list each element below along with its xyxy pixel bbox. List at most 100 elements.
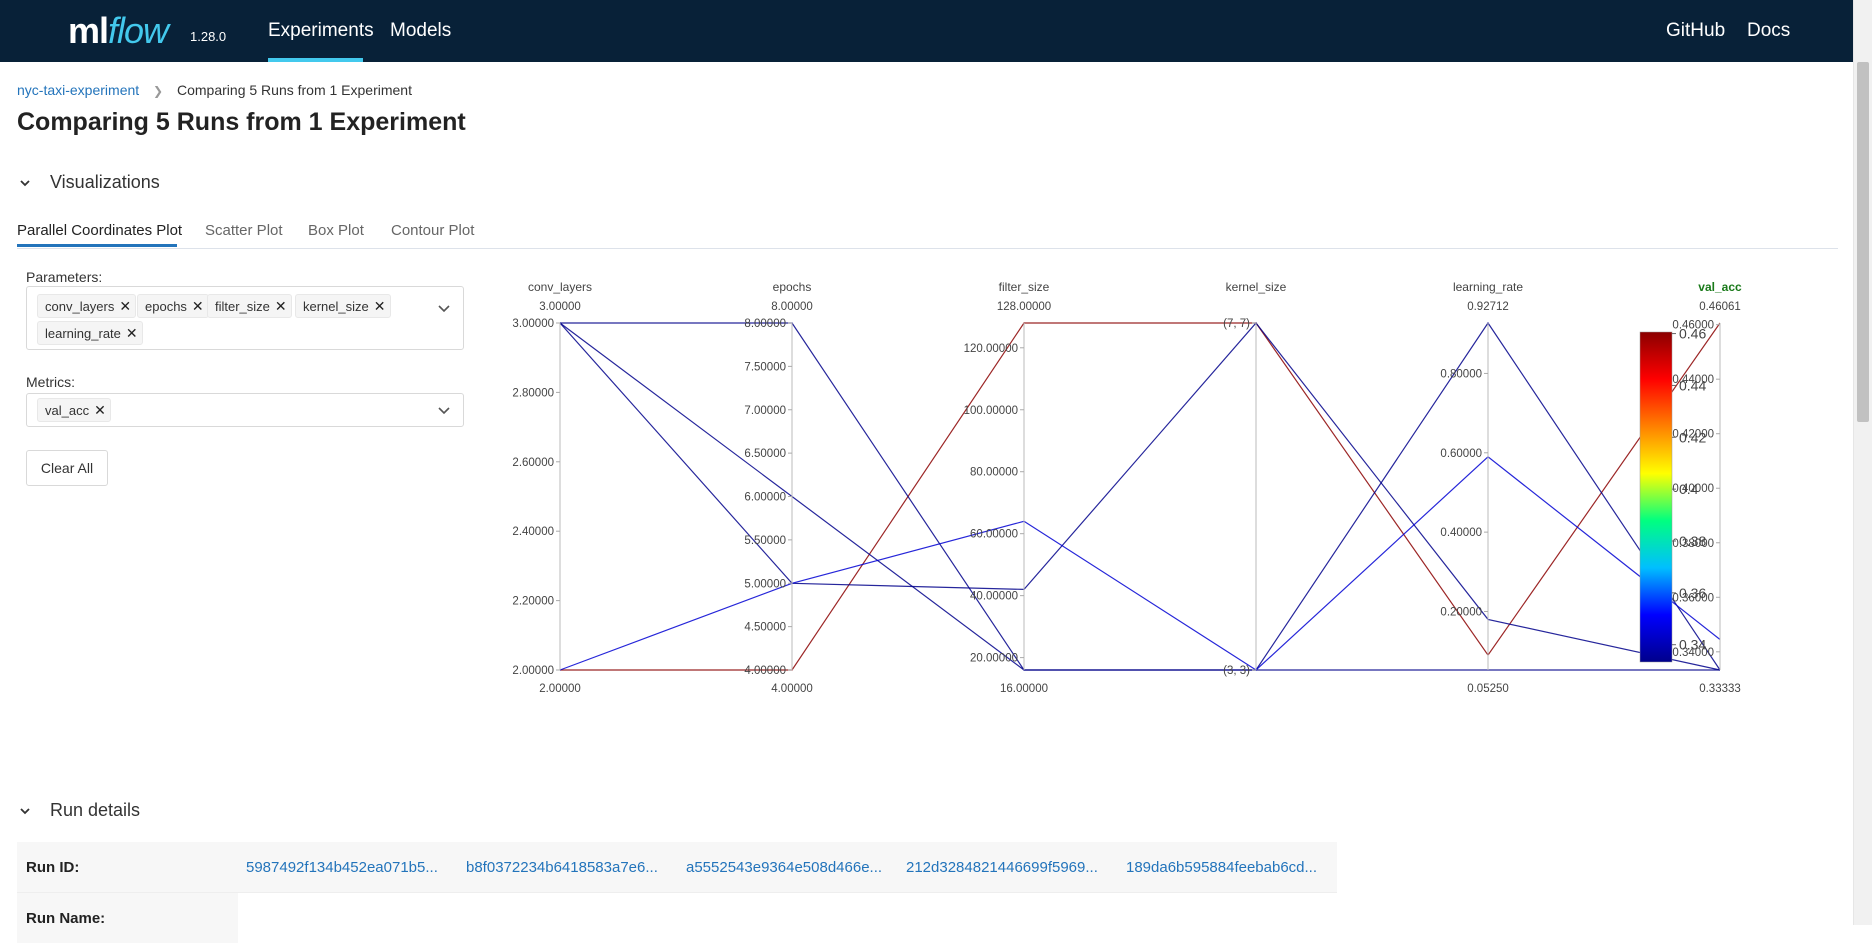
metric-tag: val_acc✕ bbox=[37, 398, 111, 422]
tab-active-indicator bbox=[17, 244, 177, 247]
close-icon[interactable]: ✕ bbox=[191, 298, 204, 314]
tick-label: 120.00000 bbox=[964, 343, 1018, 355]
page-scrollbar[interactable] bbox=[1853, 0, 1872, 925]
chevron-down-icon bbox=[20, 808, 30, 815]
nav-docs[interactable]: Docs bbox=[1747, 20, 1791, 41]
axis-min-label: 0.33333 bbox=[1699, 683, 1741, 695]
breadcrumb-experiment-link[interactable]: nyc-taxi-experiment bbox=[17, 82, 140, 98]
table-row: Run ID: 5987492f134b452ea071b5... b8f037… bbox=[17, 842, 1337, 893]
tick-label: 4.50000 bbox=[744, 622, 786, 634]
tick-label: 20.00000 bbox=[970, 653, 1018, 665]
axis-min-label: 16.00000 bbox=[1000, 683, 1048, 695]
run-line[interactable] bbox=[559, 321, 1721, 671]
run-id-link[interactable]: 189da6b595884feebab6cd... bbox=[1126, 859, 1318, 876]
tick-label: 100.00000 bbox=[964, 405, 1018, 417]
colorbar-tick-label: 0.44 bbox=[1679, 377, 1706, 393]
tick-label: 0.40000 bbox=[1440, 527, 1482, 539]
nav-active-indicator bbox=[268, 58, 363, 62]
metrics-label: Metrics: bbox=[26, 374, 75, 390]
axis-max-label: 0.92712 bbox=[1467, 301, 1509, 313]
axis-title[interactable]: learning_rate bbox=[1453, 280, 1523, 294]
parameter-tag: epochs✕ bbox=[137, 294, 209, 318]
visualizations-toggle[interactable]: Visualizations bbox=[20, 172, 160, 193]
close-icon[interactable]: ✕ bbox=[94, 402, 106, 418]
axis-max-label: 3.00000 bbox=[539, 301, 581, 313]
parameters-select[interactable]: conv_layers✕ epochs✕ filter_size✕ kernel… bbox=[26, 286, 464, 350]
run-line[interactable] bbox=[559, 322, 1721, 671]
tick-label: 8.00000 bbox=[744, 318, 786, 330]
mlflow-logo[interactable]: mlflow bbox=[68, 10, 169, 51]
chevron-down-icon bbox=[20, 180, 30, 187]
axis-title[interactable]: conv_layers bbox=[528, 280, 592, 294]
tick-label: 4.00000 bbox=[744, 665, 786, 677]
close-icon[interactable]: ✕ bbox=[373, 298, 386, 314]
run-line[interactable] bbox=[560, 322, 1720, 671]
parameters-label: Parameters: bbox=[26, 269, 103, 285]
nav-experiments[interactable]: Experiments bbox=[268, 20, 374, 41]
nav-models[interactable]: Models bbox=[390, 20, 452, 41]
tick-label: (7, 7) bbox=[1223, 318, 1250, 330]
colorbar-tick-label: 0.42 bbox=[1679, 429, 1706, 445]
colorbar-tick-label: 0.4 bbox=[1679, 481, 1699, 497]
tick-label: 2.40000 bbox=[512, 526, 554, 538]
tick-label: 0.34000 bbox=[1672, 647, 1714, 659]
tick-label: 0.38000 bbox=[1672, 538, 1714, 550]
axis-max-label: 0.46061 bbox=[1699, 301, 1741, 313]
tick-label: 7.00000 bbox=[744, 405, 786, 417]
tick-label: 5.50000 bbox=[744, 535, 786, 547]
axis-min-label: 0.05250 bbox=[1467, 683, 1509, 695]
version-label: 1.28.0 bbox=[190, 29, 227, 44]
run-id-link[interactable]: 5987492f134b452ea071b5... bbox=[246, 859, 438, 876]
run-id-label: Run ID: bbox=[26, 859, 80, 876]
run-line[interactable] bbox=[559, 456, 1721, 671]
tab-scatter-plot[interactable]: Scatter Plot bbox=[205, 222, 283, 239]
run-id-link[interactable]: 212d3284821446699f5969... bbox=[906, 859, 1098, 876]
tick-label: 3.00000 bbox=[512, 318, 554, 330]
clear-all-button[interactable]: Clear All bbox=[26, 450, 108, 486]
metrics-select[interactable]: val_acc✕ bbox=[26, 393, 464, 427]
tab-box-plot[interactable]: Box Plot bbox=[308, 222, 364, 239]
axis-title[interactable]: epochs bbox=[773, 280, 812, 294]
axis-title[interactable]: val_acc bbox=[1698, 280, 1742, 294]
breadcrumb-current: Comparing 5 Runs from 1 Experiment bbox=[177, 82, 412, 98]
colorbar-tick-label: 0.46 bbox=[1679, 326, 1706, 342]
run-id-link[interactable]: b8f0372234b6418583a7e6... bbox=[466, 859, 658, 876]
axis-title[interactable]: kernel_size bbox=[1226, 280, 1287, 294]
run-lines bbox=[559, 321, 1721, 671]
axis-max-label: 8.00000 bbox=[771, 301, 813, 313]
parallel-coordinates-plot[interactable]: conv_layers3.000002.000002.000002.200002… bbox=[490, 270, 1750, 710]
axis-min-label: 4.00000 bbox=[771, 683, 813, 695]
close-icon[interactable]: ✕ bbox=[125, 325, 138, 341]
colorbar-gradient bbox=[1639, 331, 1673, 663]
scrollbar-thumb[interactable] bbox=[1857, 62, 1869, 422]
run-details-toggle[interactable]: Run details bbox=[20, 800, 140, 821]
tab-contour-plot[interactable]: Contour Plot bbox=[391, 222, 475, 239]
axis-min-label: 2.00000 bbox=[539, 683, 581, 695]
run-name-label: Run Name: bbox=[26, 910, 106, 927]
tick-label: 80.00000 bbox=[970, 467, 1018, 479]
tick-label: 6.50000 bbox=[744, 448, 786, 460]
parameter-tag: learning_rate✕ bbox=[37, 321, 143, 345]
tab-parallel-coordinates[interactable]: Parallel Coordinates Plot bbox=[17, 222, 183, 239]
chevron-down-icon[interactable] bbox=[437, 301, 451, 315]
run-line[interactable] bbox=[560, 322, 1721, 671]
tick-label: 6.00000 bbox=[744, 492, 786, 504]
tick-label: 0.36000 bbox=[1672, 592, 1714, 604]
colorbar-tick-label: 0.34 bbox=[1679, 637, 1706, 653]
tick-label: 5.00000 bbox=[744, 578, 786, 590]
tick-label: 40.00000 bbox=[970, 591, 1018, 603]
colorbar: 0.340.360.380.40.420.440.46 bbox=[1639, 326, 1706, 663]
tick-label: 0.20000 bbox=[1440, 606, 1482, 618]
colorbar-tick-label: 0.36 bbox=[1679, 585, 1706, 601]
close-icon[interactable]: ✕ bbox=[119, 298, 132, 314]
tick-label: (3, 3) bbox=[1223, 665, 1250, 677]
parameter-tag: filter_size✕ bbox=[207, 294, 292, 318]
close-icon[interactable]: ✕ bbox=[274, 298, 287, 314]
tick-label: 2.80000 bbox=[512, 387, 554, 399]
nav-github[interactable]: GitHub bbox=[1666, 20, 1726, 41]
tick-label: 2.00000 bbox=[512, 665, 554, 677]
axis-title[interactable]: filter_size bbox=[999, 280, 1050, 294]
chevron-down-icon[interactable] bbox=[437, 403, 451, 417]
run-id-link[interactable]: a5552543e9364e508d466e... bbox=[686, 859, 883, 876]
tick-label: 0.44000 bbox=[1672, 374, 1714, 386]
